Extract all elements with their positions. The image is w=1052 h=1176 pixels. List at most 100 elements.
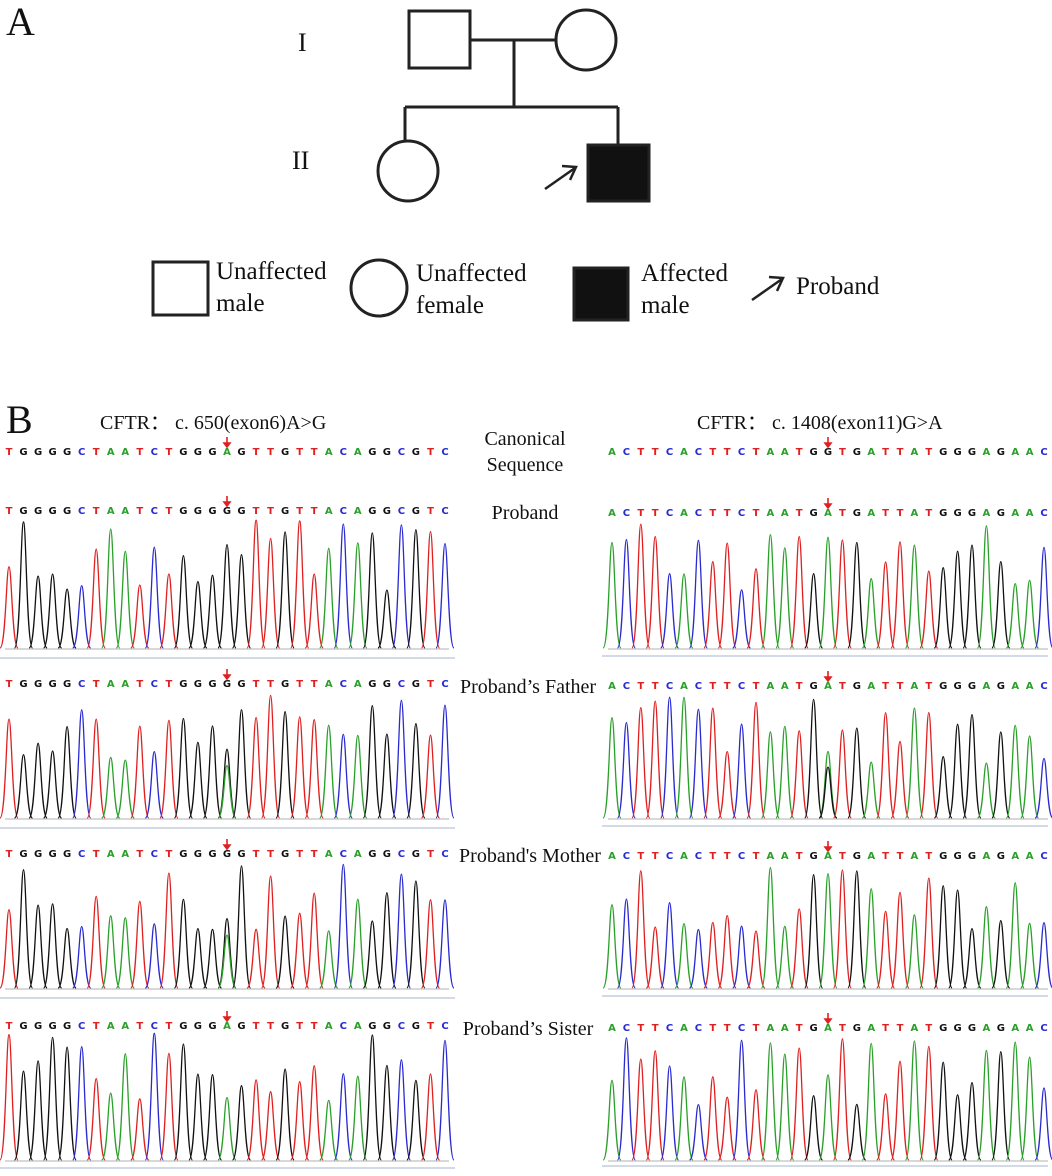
right-trace-peak-4-28 bbox=[1005, 1041, 1025, 1161]
right-base-letter-2-23: G bbox=[939, 681, 947, 692]
left-base-letter-1-29: T bbox=[427, 506, 434, 517]
left-trace-peak-3-16 bbox=[231, 865, 252, 989]
right-base-letter-2-21: A bbox=[911, 681, 919, 692]
right-base-letter-1-23: G bbox=[939, 508, 947, 519]
right-base-letter-3-21: A bbox=[911, 851, 919, 862]
left-base-letter-1-16: G bbox=[237, 506, 245, 517]
right-trace-peak-4-11 bbox=[760, 1042, 780, 1161]
right-base-letter-0-2: T bbox=[637, 447, 644, 458]
right-base-letter-4-0: A bbox=[608, 1023, 616, 1034]
left-base-letter-4-10: C bbox=[151, 1021, 158, 1032]
left-trace-peak-3-20 bbox=[290, 912, 310, 989]
right-base-letter-1-4: C bbox=[666, 508, 673, 519]
right-base-letter-4-7: T bbox=[709, 1023, 716, 1034]
right-base-letter-1-13: T bbox=[796, 508, 803, 519]
right-trace-second-peak-2 bbox=[818, 766, 838, 819]
left-base-letter-2-18: T bbox=[267, 679, 274, 690]
right-base-letter-1-6: C bbox=[695, 508, 702, 519]
left-base-letter-0-11: T bbox=[165, 447, 172, 458]
right-base-letter-2-10: T bbox=[753, 681, 760, 692]
left-trace-peak-1-1 bbox=[13, 521, 34, 649]
left-trace-peak-4-4 bbox=[57, 1046, 77, 1161]
left-base-letter-2-19: G bbox=[281, 679, 289, 690]
left-base-letter-1-27: C bbox=[398, 506, 405, 517]
left-base-letter-0-30: C bbox=[441, 447, 448, 458]
right-trace-peak-1-28 bbox=[1005, 582, 1025, 649]
right-variant-arrow-icon-3 bbox=[823, 841, 833, 853]
left-base-letter-1-17: T bbox=[253, 506, 260, 517]
right-trace-peak-1-18 bbox=[861, 578, 881, 649]
left-trace-peak-2-21 bbox=[304, 719, 324, 819]
right-base-letter-0-4: C bbox=[666, 447, 673, 458]
right-trace-peak-1-2 bbox=[631, 523, 651, 649]
right-base-letter-1-2: T bbox=[637, 508, 644, 519]
left-base-letter-2-25: G bbox=[368, 679, 376, 690]
right-trace-peak-1-9 bbox=[732, 589, 752, 649]
left-trace-peak-2-11 bbox=[159, 719, 179, 819]
right-base-letter-1-17: G bbox=[853, 508, 861, 519]
left-base-letter-3-1: G bbox=[19, 849, 27, 860]
left-base-letter-3-10: C bbox=[151, 849, 158, 860]
left-base-letter-3-7: A bbox=[107, 849, 115, 860]
right-base-letter-3-29: A bbox=[1026, 851, 1034, 862]
right-base-letter-2-2: T bbox=[637, 681, 644, 692]
left-base-letter-1-19: G bbox=[281, 506, 289, 517]
left-trace-peak-4-22 bbox=[319, 1099, 339, 1161]
left-trace-peak-4-6 bbox=[86, 1077, 106, 1161]
right-trace-peak-1-30 bbox=[1034, 546, 1052, 649]
right-trace-peak-2-18 bbox=[861, 761, 881, 819]
left-base-letter-3-9: T bbox=[136, 849, 143, 860]
right-trace-peak-2-24 bbox=[948, 723, 968, 819]
right-base-letter-0-6: C bbox=[695, 447, 702, 458]
left-base-letter-0-18: T bbox=[267, 447, 274, 458]
right-trace-peak-2-10 bbox=[746, 701, 766, 819]
legend-affected-male-label: Affected male bbox=[641, 260, 728, 319]
right-trace-peak-2-25 bbox=[962, 714, 982, 819]
right-trace-peak-3-30 bbox=[1034, 922, 1052, 989]
right-base-letter-0-22: T bbox=[925, 447, 932, 458]
left-base-letter-4-7: A bbox=[107, 1021, 115, 1032]
left-base-letter-2-20: T bbox=[296, 679, 303, 690]
left-base-letter-3-8: A bbox=[121, 849, 129, 860]
right-base-letter-4-3: T bbox=[652, 1023, 659, 1034]
right-base-letter-3-17: G bbox=[853, 851, 861, 862]
left-base-letter-0-17: T bbox=[253, 447, 260, 458]
left-base-letter-3-6: T bbox=[93, 849, 100, 860]
right-base-letter-2-18: A bbox=[867, 681, 875, 692]
right-trace-peak-2-5 bbox=[674, 696, 694, 819]
right-trace-peak-4-18 bbox=[861, 1042, 881, 1161]
right-trace-peak-4-16 bbox=[832, 1038, 852, 1161]
left-base-letter-1-3: G bbox=[48, 506, 56, 517]
right-base-letter-3-26: A bbox=[983, 851, 991, 862]
right-trace-peak-3-21 bbox=[904, 914, 924, 989]
left-trace-peak-4-2 bbox=[28, 1060, 48, 1161]
left-base-letter-3-4: G bbox=[63, 849, 71, 860]
right-trace-peak-4-24 bbox=[948, 1094, 968, 1161]
right-base-letter-1-14: G bbox=[809, 508, 817, 519]
left-trace-peak-3-2 bbox=[28, 904, 48, 989]
left-trace-peak-3-7 bbox=[101, 915, 121, 989]
right-trace-peak-3-10 bbox=[746, 930, 766, 989]
left-base-letter-4-9: T bbox=[136, 1021, 143, 1032]
left-trace-peak-4-18 bbox=[260, 1091, 281, 1161]
left-trace-peak-1-24 bbox=[348, 542, 368, 649]
left-trace-peak-1-18 bbox=[260, 537, 281, 649]
right-trace-peak-4-0 bbox=[602, 1079, 622, 1161]
left-base-letter-0-4: G bbox=[63, 447, 71, 458]
left-base-letter-3-14: G bbox=[208, 849, 216, 860]
left-trace-peak-4-23 bbox=[333, 1073, 353, 1161]
left-trace-peak-1-5 bbox=[72, 584, 92, 649]
right-trace-peak-1-1 bbox=[616, 538, 636, 649]
right-trace-peak-2-19 bbox=[876, 712, 896, 819]
left-base-letter-4-22: A bbox=[325, 1021, 333, 1032]
right-trace-peak-2-23 bbox=[933, 756, 953, 819]
left-base-letter-3-5: C bbox=[78, 849, 85, 860]
left-base-letter-1-9: T bbox=[136, 506, 143, 517]
right-trace-peak-2-4 bbox=[660, 696, 680, 819]
left-base-letter-3-3: G bbox=[48, 849, 56, 860]
right-trace-peak-3-16 bbox=[832, 869, 852, 989]
left-trace-peak-4-3 bbox=[42, 1036, 63, 1161]
right-base-letter-4-8: T bbox=[724, 1023, 731, 1034]
right-trace-peak-3-0 bbox=[602, 904, 622, 989]
left-base-letter-1-15: G bbox=[223, 506, 231, 517]
